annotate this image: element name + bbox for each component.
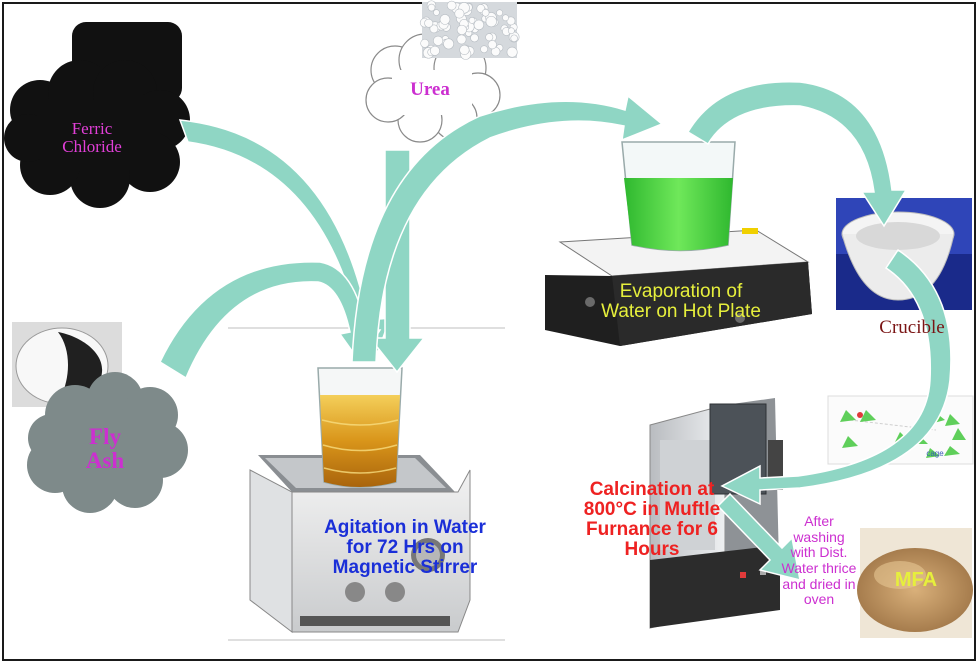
urea-pellet — [443, 38, 455, 50]
agitation-label: Agitation in Water for 72 Hrs on Magneti… — [324, 517, 486, 578]
calcination-label: Calcination at 800°C in Muftle Furnance … — [583, 479, 721, 560]
urea-pellet — [439, 14, 451, 25]
stirrer-beaker — [317, 367, 403, 488]
process-arrows — [159, 80, 952, 582]
fly-ash-cloud — [27, 372, 188, 513]
muffle-furnace — [649, 398, 783, 629]
urea-pellet — [446, 0, 457, 11]
urea-pellet — [433, 9, 440, 16]
mfa-label: MFA — [894, 569, 938, 591]
urea-pellet — [456, 24, 467, 35]
urea-pellet — [473, 19, 485, 31]
crucible-label: Crucible — [879, 317, 945, 338]
urea-label: Urea — [410, 79, 450, 100]
urea-pellet — [424, 18, 434, 28]
urea-pellet — [420, 38, 430, 48]
urea-pellet — [470, 33, 479, 43]
urea-pellet — [433, 35, 444, 46]
arrow-furnace-to-mfa — [716, 492, 801, 582]
urea-pellet — [481, 8, 490, 17]
urea-pellet — [456, 34, 467, 45]
mfa-powder-photo — [857, 528, 973, 638]
after-washing-label: After washing with Dist. Water thrice an… — [781, 513, 857, 608]
fly-ash-label: Fly Ash — [85, 424, 125, 474]
ferric-chloride-label: Ferric Chloride — [62, 119, 122, 156]
urea-pellet — [502, 14, 509, 22]
urea-pellet — [429, 45, 440, 56]
evaporation-label: Evaporation of Water on Hot Plate — [601, 281, 761, 322]
hot-plate-beaker — [621, 141, 736, 252]
urea-pellet — [427, 3, 436, 12]
urea-pellet — [496, 9, 503, 17]
hot-plate — [545, 228, 812, 346]
urea-pellet — [459, 44, 470, 55]
arrow-crucible-to-furnace — [720, 248, 952, 506]
urea-pellet — [510, 34, 518, 42]
magnetic-stirrer — [249, 455, 471, 634]
urea-pellet — [487, 40, 497, 50]
urea-pellet — [468, 17, 476, 24]
urea-pellet — [485, 15, 497, 28]
urea-pellet — [454, 8, 465, 19]
urea-pellets-photo — [419, 0, 520, 60]
arrow-hotplate-to-crucible — [686, 80, 908, 228]
urea-pellet — [480, 45, 488, 54]
cage-label: cage — [926, 449, 944, 458]
ferric-chloride-cloud — [4, 22, 190, 208]
urea-pellet — [507, 27, 515, 35]
urea-pellet — [506, 16, 516, 26]
fly-ash-dish — [12, 322, 122, 407]
urea-pellet — [485, 33, 494, 42]
arrow-flyash-to-beaker — [159, 261, 382, 380]
urea-cloud-fill — [392, 70, 472, 115]
urea-pellet — [429, 24, 439, 34]
arrow-beaker-to-hotplate — [351, 94, 664, 363]
urea-pellet — [506, 46, 518, 58]
